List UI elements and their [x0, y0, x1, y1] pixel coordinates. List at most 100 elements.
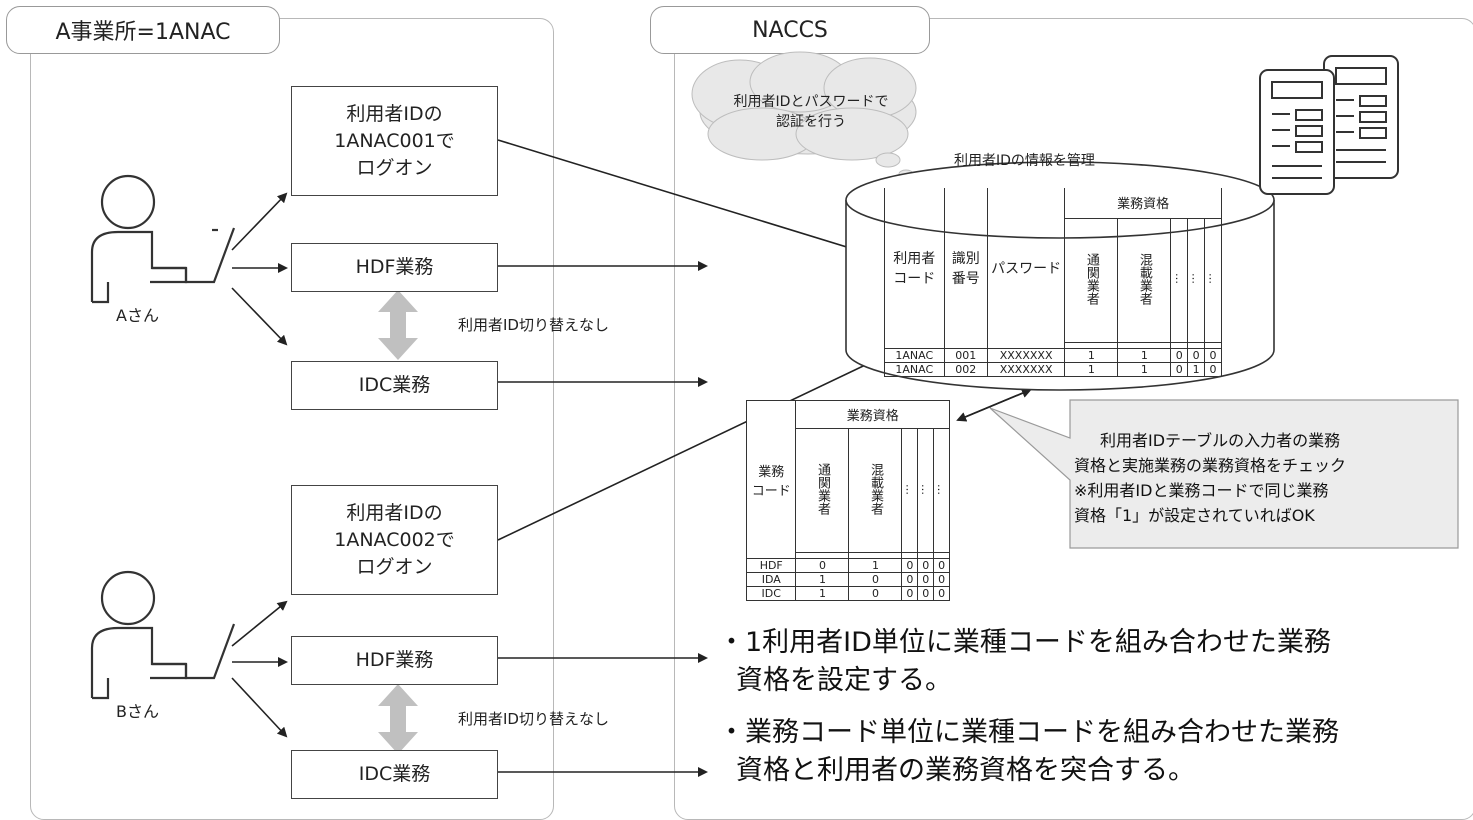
cell: 0 [917, 572, 935, 587]
cell: 0 [848, 572, 903, 587]
cell: 1 [1064, 347, 1119, 363]
cell: 1 [1117, 347, 1172, 363]
col-id-no-line1: 識別 [951, 250, 980, 267]
naccs-panel-title: NACCS [650, 6, 930, 54]
user-id-table: 利用者 コード 識別 番号 パスワード 業務資格 通関業者 混載業者 … … …… [884, 188, 1222, 377]
cell: 1ANAC [884, 347, 945, 363]
cell: 0 [933, 572, 950, 587]
callout-shape [989, 399, 1459, 549]
table-row: 1ANAC 002 XXXXXXX 1 1 0 1 0 [884, 361, 1222, 377]
callout-text: 利用者IDテーブルの入力者の業務 資格と実施業務の業務資格をチェック ※利用者I… [1074, 428, 1456, 528]
task-box-b-idc: IDC業務 [291, 750, 498, 799]
logon-box-b-line3: ログオン [356, 555, 433, 578]
callout-line3: ※利用者IDと業務コードで同じ業務 [1074, 481, 1329, 500]
col-biz-q1: 通関業者 [795, 428, 850, 553]
switch-note-b: 利用者ID切り替えなし [458, 710, 609, 728]
cell: 0 [1170, 347, 1189, 363]
col-q1-label: 通関業者 [1083, 252, 1099, 305]
cell: 0 [917, 586, 935, 601]
col-biz-code-line2: コード [751, 483, 791, 499]
col-biz-q5: … [933, 428, 950, 553]
cell: 002 [943, 361, 988, 377]
cell: 0 [1170, 361, 1189, 377]
logon-box-a-line2: 1ANAC001で [334, 129, 455, 152]
callout-line1: 利用者IDテーブルの入力者の業務 [1100, 431, 1341, 450]
bullet-2: ・業務コード単位に業種コードを組み合わせた業務 資格と利用者の業務資格を突合する… [718, 714, 1468, 790]
col-id-no-line2: 番号 [951, 270, 980, 287]
col-q2: 混載業者 [1117, 217, 1172, 343]
cell: 0 [917, 558, 935, 573]
bullet-1: ・1利用者ID単位に業種コードを組み合わせた業務 資格を設定する。 [718, 624, 1468, 700]
col-biz-code-line1: 業務 [758, 464, 785, 480]
bullet-1-line1: ・1利用者ID単位に業種コードを組み合わせた業務 [718, 627, 1331, 658]
task-box-a-idc: IDC業務 [291, 361, 498, 410]
table-row: IDC 1 0 0 0 0 [745, 586, 950, 601]
col-user-code-line1: 利用者 [893, 250, 936, 267]
cell: 0 [901, 586, 919, 601]
table-row: IDA 1 0 0 0 0 [745, 572, 950, 587]
logon-box-a: 利用者IDの 1ANAC001で ログオン [291, 86, 498, 196]
col-biz-q2: 混載業者 [848, 428, 903, 553]
cell: 1 [795, 586, 850, 601]
cell: XXXXXXX [986, 347, 1066, 363]
office-panel-title: A事業所=1ANAC [6, 6, 280, 54]
person-a-icon [90, 174, 236, 304]
col-biz-q1-label: 通関業者 [814, 463, 830, 515]
bullet-2-line1: ・業務コード単位に業種コードを組み合わせた業務 [718, 717, 1339, 748]
col-id-no: 識別 番号 [943, 188, 988, 349]
logon-box-a-line1: 利用者IDの [346, 102, 443, 125]
cloud-text: 利用者IDとパスワードで 認証を行う [726, 92, 896, 132]
col-biz-q2-label: 混載業者 [867, 463, 883, 515]
task-box-b-hdf: HDF業務 [291, 636, 498, 685]
cell: HDF [745, 558, 797, 573]
cell: 1 [1187, 361, 1206, 377]
cloud-text-line2: 認証を行う [776, 114, 846, 130]
cell: 1ANAC [884, 361, 945, 377]
switch-note-a: 利用者ID切り替えなし [458, 316, 609, 334]
col-biz-q3: … [901, 428, 919, 553]
callout-line4: 資格「1」が設定されていればOK [1074, 506, 1315, 525]
db-caption: 利用者IDの情報を管理 [954, 153, 1095, 169]
cell: IDA [745, 572, 797, 587]
cell: 0 [848, 586, 903, 601]
col-user-code-line2: コード [893, 270, 936, 287]
cloud-shape [691, 51, 917, 179]
cell: 1 [1117, 361, 1172, 377]
col-q5-label: … [1206, 273, 1220, 284]
cell: IDC [745, 586, 797, 601]
cell: XXXXXXX [986, 361, 1066, 377]
task-box-a-hdf: HDF業務 [291, 243, 498, 292]
callout-line2: 資格と実施業務の業務資格をチェック [1074, 456, 1347, 475]
switch-double-arrow [378, 290, 418, 754]
cell: 0 [795, 558, 850, 573]
col-password: パスワード [986, 188, 1066, 349]
logon-box-b: 利用者IDの 1ANAC002で ログオン [291, 485, 498, 595]
col-q5: … [1204, 217, 1222, 343]
col-biz-qualification: 業務資格 [795, 400, 950, 429]
col-q3: … [1170, 217, 1189, 343]
table-row: 1ANAC 001 XXXXXXX 1 1 0 0 0 [884, 347, 1222, 363]
col-q2-label: 混載業者 [1136, 252, 1152, 305]
col-q4: … [1187, 217, 1206, 343]
bullet-1-line2: 資格を設定する。 [736, 665, 952, 696]
server-icon [1259, 55, 1399, 195]
cell: 1 [1064, 361, 1119, 377]
cell: 0 [901, 572, 919, 587]
user-a-label: Aさん [116, 306, 159, 325]
col-biz-code: 業務 コード [745, 400, 797, 559]
col-user-code: 利用者 コード [884, 188, 945, 349]
cell: 0 [1204, 361, 1222, 377]
cell: 1 [795, 572, 850, 587]
cell: 0 [1187, 347, 1206, 363]
col-biz-q4: … [917, 428, 935, 553]
logon-box-b-line1: 利用者IDの [346, 501, 443, 524]
cell: 1 [848, 558, 903, 573]
col-biz-q4-label: … [919, 483, 933, 495]
col-q3-label: … [1172, 273, 1186, 284]
cloud-text-line1: 利用者IDとパスワードで [733, 94, 889, 110]
table-row: HDF 0 1 0 0 0 [745, 558, 950, 573]
col-q4-label: … [1189, 273, 1203, 284]
cell: 001 [943, 347, 988, 363]
col-q1: 通関業者 [1064, 217, 1119, 343]
bullet-2-line2: 資格と利用者の業務資格を突合する。 [736, 755, 1195, 786]
